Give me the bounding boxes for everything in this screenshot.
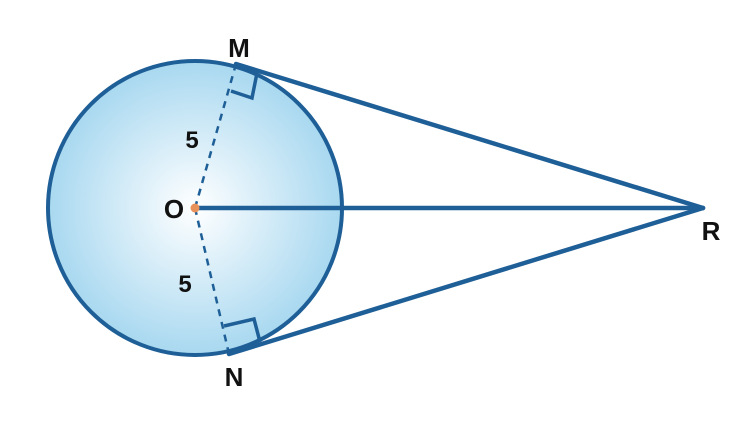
label-radius-om: 5 [185, 127, 198, 154]
right-angle-marker-n [223, 316, 262, 343]
center-point-dot [190, 203, 200, 213]
right-angle-marker-m [230, 72, 259, 101]
label-m: M [228, 33, 250, 63]
label-o: O [164, 194, 184, 224]
tangent-mr [233, 61, 706, 211]
label-r: R [702, 216, 721, 246]
label-radius-on: 5 [178, 271, 191, 298]
label-n: N [225, 362, 244, 392]
tangent-nr [226, 205, 706, 357]
